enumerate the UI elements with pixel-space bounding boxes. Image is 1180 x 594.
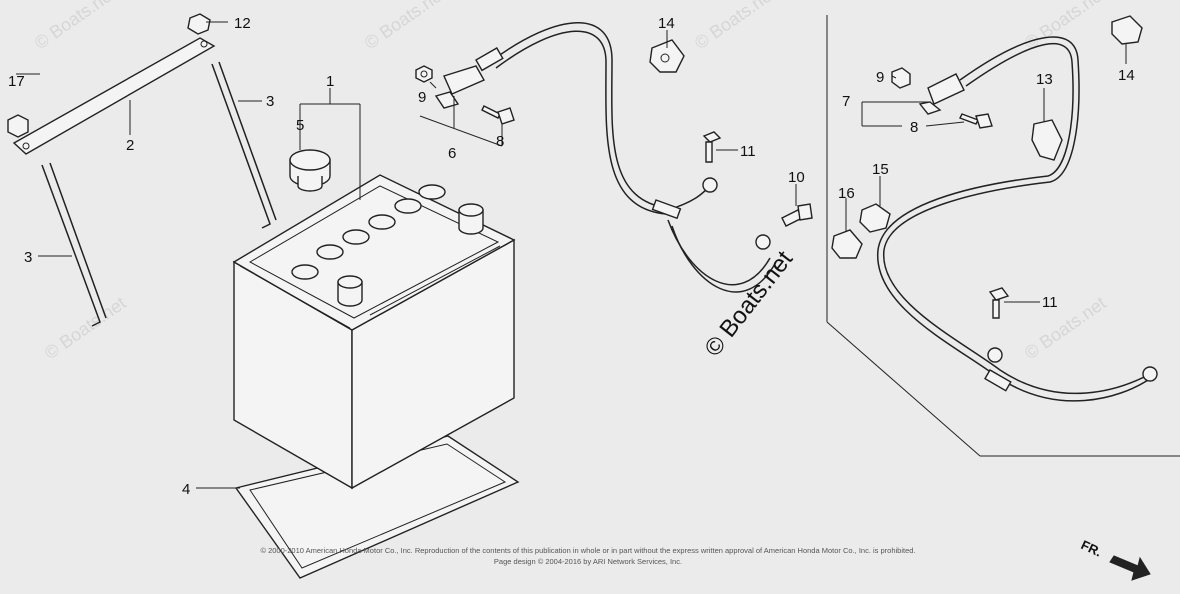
callout-7: 7 <box>842 93 850 110</box>
callout-17: 17 <box>8 73 25 90</box>
callout-3-left: 3 <box>24 249 32 266</box>
callout-2: 2 <box>126 137 134 154</box>
front-arrow-icon <box>1109 555 1151 581</box>
bolt-11-center <box>702 131 722 163</box>
callout-9-right: 9 <box>876 69 884 86</box>
flange-nut-12 <box>187 13 211 35</box>
battery-set-bolt-right <box>211 61 277 229</box>
flange-nut-17 <box>7 114 29 138</box>
clip-16 <box>831 229 863 259</box>
watermark: © Boats.net <box>31 0 120 53</box>
callout-5: 5 <box>296 117 304 134</box>
copyright-line-2: Page design © 2004-2016 by ARI Network S… <box>494 557 682 566</box>
copyright-line-1: © 2000-2010 American Honda Motor Co., In… <box>260 546 915 555</box>
battery-cell-caps <box>291 184 446 280</box>
vent-cap <box>289 149 331 192</box>
callout-11-center: 11 <box>740 143 756 160</box>
center-watermark: © Boats.net <box>699 246 798 362</box>
callout-13: 13 <box>1036 71 1053 88</box>
watermark: © Boats.net <box>691 0 780 53</box>
negative-cable-assembly <box>877 36 1158 402</box>
watermark: © Boats.net <box>361 0 450 53</box>
cable-clamp-13 <box>1031 119 1063 161</box>
nut-9-left <box>415 65 433 83</box>
callout-16: 16 <box>838 185 855 202</box>
bolt-11-right <box>988 287 1010 319</box>
callout-4: 4 <box>182 481 190 498</box>
callout-labels: 1 2 3 3 4 5 6 7 8 8 9 9 10 11 11 12 13 1… <box>8 15 1135 498</box>
callout-15: 15 <box>872 161 889 178</box>
callout-12: 12 <box>234 15 251 32</box>
callout-11-right: 11 <box>1042 294 1058 311</box>
battery <box>232 174 516 490</box>
battery-terminals <box>337 203 484 307</box>
terminal-cover-14-left <box>649 39 685 73</box>
battery-set-bolt-left <box>41 162 107 327</box>
leader-lines <box>16 21 1127 489</box>
callout-3-right: 3 <box>266 93 274 110</box>
screw-10 <box>781 203 813 227</box>
panel-frame <box>826 15 1180 457</box>
callout-9-left: 9 <box>418 89 426 106</box>
bolt-8-left <box>481 105 515 125</box>
cable-band-15 <box>859 203 891 233</box>
front-label: FR. <box>1079 537 1104 559</box>
battery-stay <box>12 37 216 155</box>
callout-8-left: 8 <box>496 133 504 150</box>
callout-14-right: 14 <box>1118 67 1135 84</box>
callout-1: 1 <box>326 73 334 90</box>
nut-9-right <box>891 67 911 89</box>
front-direction-indicator: FR. <box>1079 537 1151 581</box>
callout-6: 6 <box>448 145 456 162</box>
watermark: © Boats.net <box>41 293 130 363</box>
positive-cable-assembly <box>434 22 777 293</box>
callout-14-left: 14 <box>658 15 675 32</box>
watermark: © Boats.net <box>1021 0 1110 53</box>
callout-10: 10 <box>788 169 805 186</box>
callout-8-right: 8 <box>910 119 918 136</box>
watermark: © Boats.net <box>1021 293 1110 363</box>
bolt-8-right <box>959 113 993 129</box>
terminal-cover-14-right <box>1111 15 1143 45</box>
